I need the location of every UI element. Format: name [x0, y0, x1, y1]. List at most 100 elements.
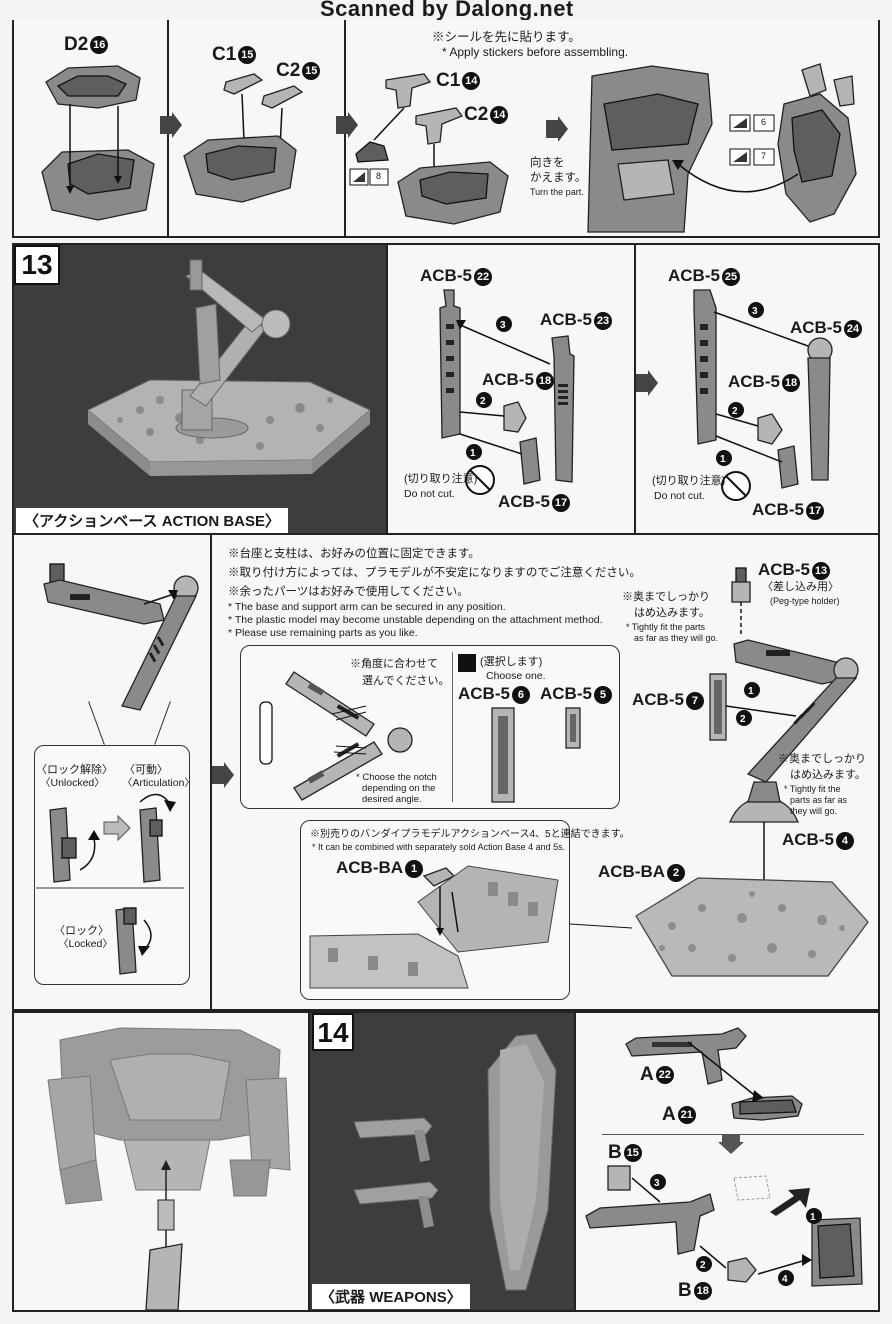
robot-torso-illustration — [587, 63, 857, 233]
step13-caption: 〈アクションベース ACTION BASE〉 — [16, 508, 289, 533]
note-en-1: * The base and support arm can be secure… — [228, 601, 506, 613]
angle-en-1: * Choose the notch — [356, 772, 437, 783]
sticker-8-num: 8 — [376, 171, 382, 181]
tight2-jp-1: ※奥までしっかり — [778, 753, 866, 765]
note-jp-3: ※余ったパーツはお好みで使用してください。 — [228, 586, 469, 598]
combine-jp: ※別売りのバンダイプラモデルアクションベース4、5と連結できます。 — [310, 829, 630, 840]
combine-en: * It can be combined with separately sol… — [312, 842, 566, 852]
step-arrow — [546, 116, 568, 142]
tight-jp-2: はめ込みます。 — [634, 607, 710, 619]
part-d2-illustration — [41, 65, 155, 221]
svg-text:3: 3 — [654, 1178, 660, 1189]
step-arrow — [636, 370, 658, 396]
acb5-6-5-parts — [491, 707, 581, 803]
step14-caption: 〈武器 WEAPONS〉 — [312, 1284, 470, 1309]
turn-part-jp-2: かえます。 — [530, 172, 587, 184]
note-en-2: * The plastic model may become unstable … — [228, 614, 603, 626]
tight-jp-1: ※奥までしっかり — [622, 591, 710, 603]
unlocked-jp: 〈ロック解除〉 — [36, 764, 113, 776]
sticker-7-num: 7 — [761, 151, 767, 161]
nocut-right-en: Do not cut. — [654, 490, 705, 502]
note-jp-1: ※台座と支柱は、お好みの位置に固定できます。 — [228, 548, 480, 560]
svg-text:1: 1 — [470, 448, 476, 459]
pedestal-arm-illustration: 1 2 — [709, 567, 859, 896]
angle-jp-1: ※角度に合わせて — [350, 658, 438, 670]
peg-jp: 〈差し込み用〉 — [762, 581, 839, 593]
inset-divider — [452, 652, 453, 802]
choose-en: Choose one. — [486, 670, 546, 682]
svg-text:2: 2 — [740, 714, 746, 725]
tight2-en-1: * Tightly fit the — [784, 784, 841, 794]
svg-text:4: 4 — [782, 1274, 788, 1285]
tight2-en-2: parts as far as — [790, 795, 848, 805]
angle-en-3: desired angle. — [362, 794, 422, 805]
sticker-6-num: 6 — [761, 117, 767, 127]
locked-en: 〈Locked〉 — [58, 938, 113, 950]
unlocked-en: 〈Unlocked〉 — [40, 777, 105, 789]
divider — [210, 535, 212, 1011]
angle-en-2: depending on the — [362, 783, 436, 794]
weapons-photo — [353, 1033, 557, 1291]
turn-part-en: Turn the part. — [530, 187, 584, 197]
tight2-en-3: they will go. — [790, 806, 838, 816]
watermark: Scanned by Dalong.net — [320, 0, 574, 21]
arm-assembly-illustration: 3 2 1 — [439, 289, 575, 495]
nocut-right-jp: (切り取り注意) — [652, 475, 726, 487]
step-arrow — [160, 112, 182, 138]
step14-number: 14 — [312, 1013, 354, 1051]
divider — [634, 243, 636, 535]
svg-text:3: 3 — [752, 306, 758, 317]
robot-waist-photo — [47, 1027, 291, 1311]
arm-articulation-illustration — [43, 563, 199, 711]
tight-en-2: as far as they will go. — [634, 633, 719, 643]
svg-text:2: 2 — [732, 406, 738, 417]
svg-text:1: 1 — [810, 1212, 816, 1223]
choose-icon — [458, 654, 476, 672]
angle-select-inset — [240, 645, 620, 809]
nocut-left-en: Do not cut. — [404, 488, 455, 500]
svg-text:2: 2 — [480, 396, 486, 407]
svg-text:1: 1 — [720, 454, 726, 465]
note-en-3: * Please use remaining parts as you like… — [228, 627, 418, 639]
lock-detail-inset — [34, 745, 190, 985]
peg-en: (Peg-type holder) — [770, 596, 840, 606]
part-c-illustration — [183, 73, 304, 203]
articulation-en: 〈Articulation〉 — [122, 777, 195, 789]
action-base-photo — [87, 259, 371, 476]
tight-en-1: * Tightly fit the parts — [626, 622, 706, 632]
locked-jp: 〈ロック〉 — [54, 925, 109, 937]
choose-jp: (選択します) — [480, 656, 543, 668]
lock-states-illustration — [36, 793, 184, 975]
step-arrow — [336, 112, 358, 138]
articulation-jp: 〈可動〉 — [124, 764, 168, 776]
svg-text:3: 3 — [500, 320, 506, 331]
down-arrow — [718, 1134, 744, 1154]
tight2-jp-2: はめ込みます。 — [790, 769, 866, 781]
angle-jp-2: 選んでください。 — [362, 675, 450, 687]
step-arrow — [212, 762, 234, 788]
weapon-a-illustration — [625, 1027, 803, 1121]
combine-bases-illustration — [309, 865, 559, 989]
weapon-b-illustration: 3 2 1 4 — [585, 1165, 863, 1287]
